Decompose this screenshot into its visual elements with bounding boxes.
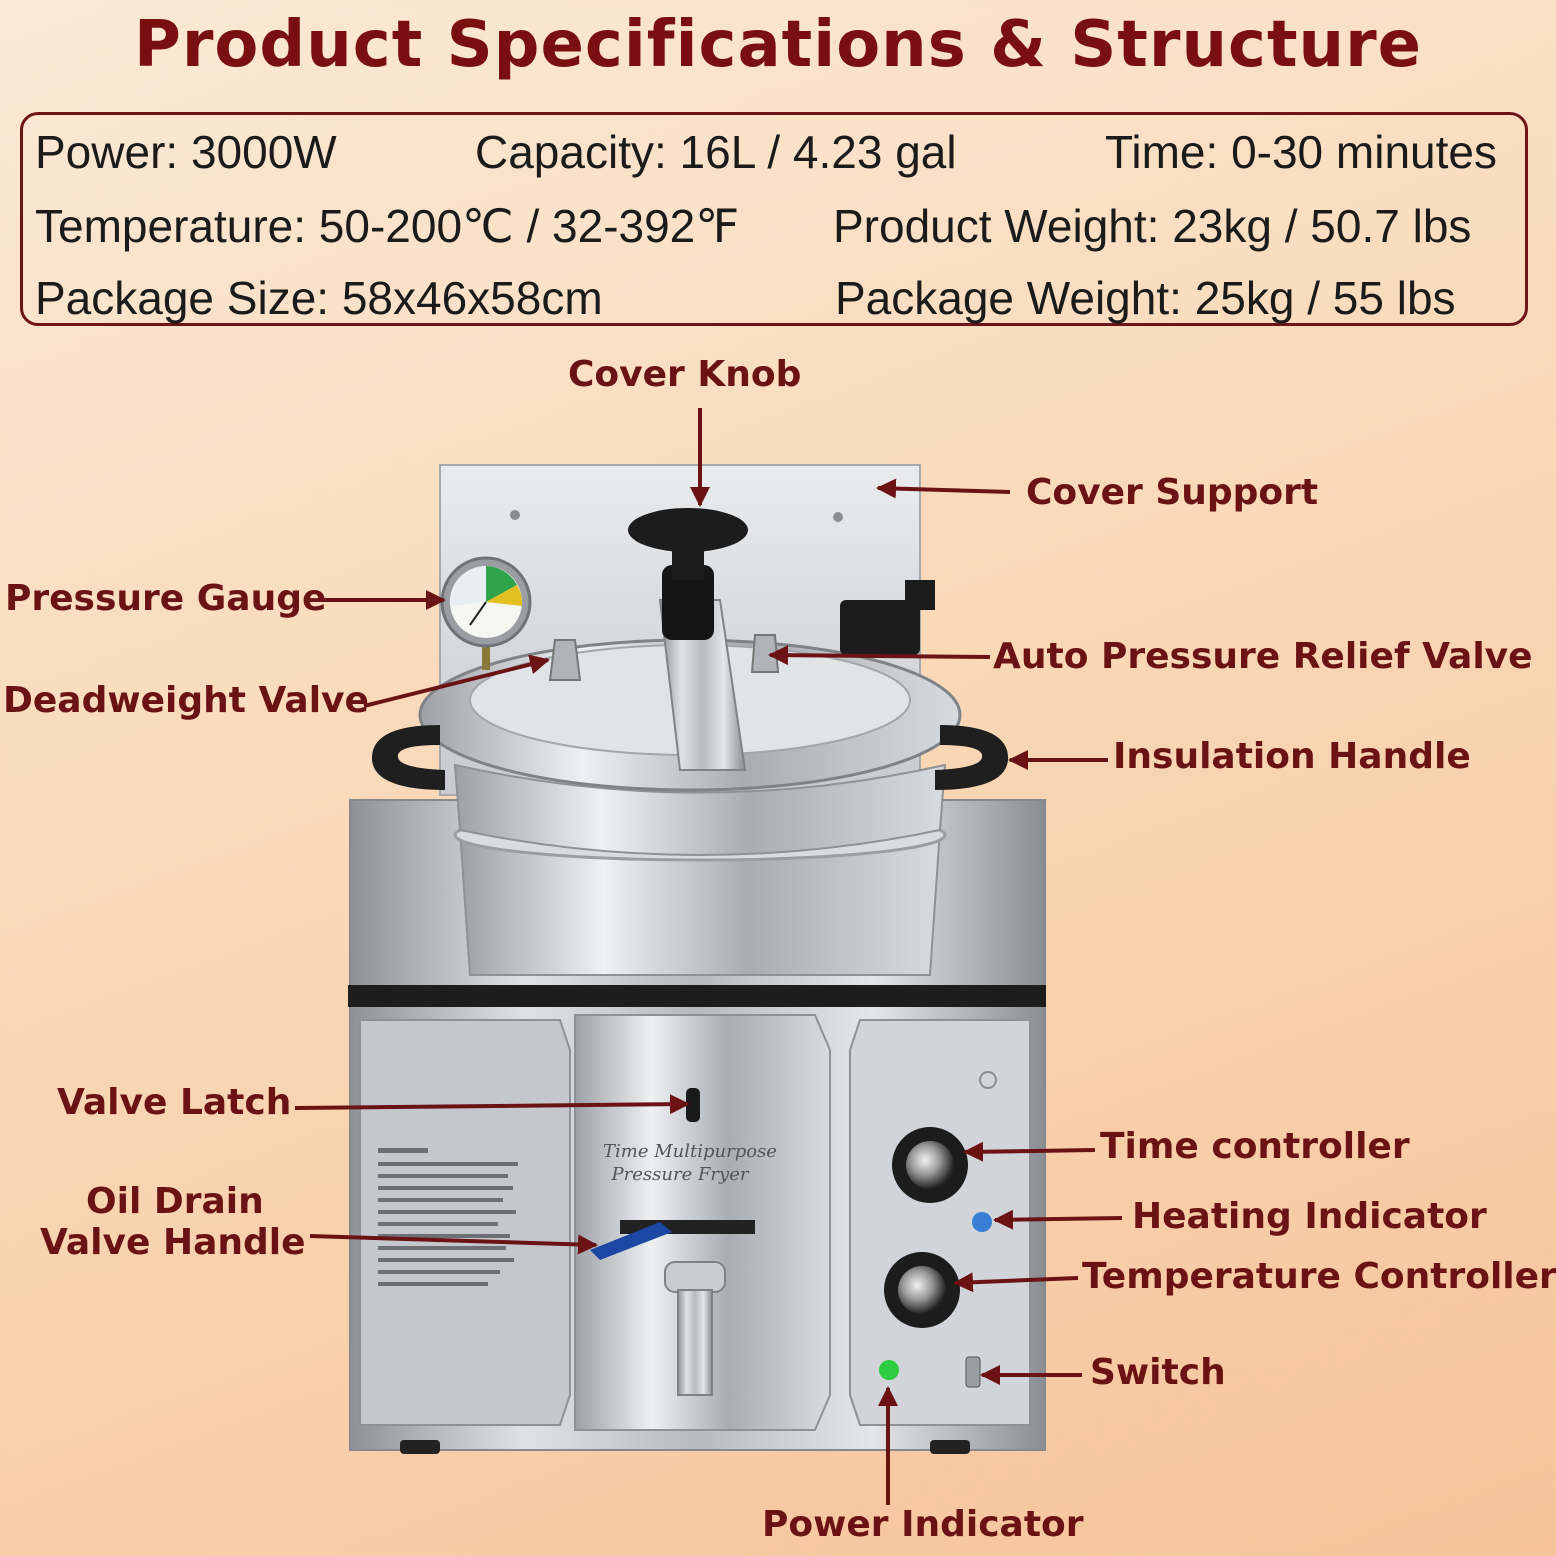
spec-package-size: Package Size: 58x46x58cm	[35, 272, 603, 324]
spec-product-weight: Product Weight: 23kg / 50.7 lbs	[833, 200, 1472, 252]
label-insulation-handle: Insulation Handle	[1113, 736, 1471, 777]
label-deadweight-valve: Deadweight Valve	[3, 680, 369, 721]
label-power-indicator: Power Indicator	[762, 1504, 1084, 1545]
right-handle	[935, 725, 1009, 790]
label-auto-relief-valve: Auto Pressure Relief Valve	[993, 636, 1533, 677]
label-temperature-controller: Temperature Controller	[1082, 1256, 1556, 1297]
label-heating-indicator: Heating Indicator	[1132, 1196, 1487, 1237]
label-oil-drain-line2: Valve Handle	[40, 1222, 306, 1263]
drain-spout	[677, 1289, 713, 1396]
valve-latch	[686, 1088, 700, 1122]
brand-line-1: Time Multipurpose	[603, 1141, 777, 1162]
label-cover-support: Cover Support	[1026, 472, 1319, 513]
label-switch: Switch	[1090, 1352, 1226, 1393]
label-pressure-gauge: Pressure Gauge	[5, 578, 327, 619]
deadweight-valve	[548, 639, 582, 681]
spec-power: Power: 3000W	[35, 126, 337, 178]
brand-line-2: Pressure Fryer	[611, 1164, 750, 1185]
label-oil-drain-line1: Oil Drain	[86, 1181, 264, 1222]
switch-toggle	[965, 1356, 981, 1388]
spec-temperature: Temperature: 50-200℃ / 32-392℉	[35, 200, 740, 252]
label-valve-latch: Valve Latch	[57, 1082, 292, 1123]
top-rim	[348, 985, 1046, 1007]
oil-drain-handle	[590, 1222, 672, 1260]
left-handle	[371, 725, 445, 790]
label-time-controller: Time controller	[1100, 1126, 1410, 1167]
heating-led	[972, 1212, 992, 1232]
label-cover-knob: Cover Knob	[568, 354, 802, 395]
spec-box: Power: 3000W Capacity: 16L / 4.23 gal Ti…	[20, 112, 1528, 326]
page-title: Product Specifications & Structure	[133, 8, 1423, 82]
spec-time: Time: 0-30 minutes	[1105, 126, 1497, 178]
spec-capacity: Capacity: 16L / 4.23 gal	[475, 126, 957, 178]
power-led	[879, 1360, 899, 1380]
spec-package-weight: Package Weight: 25kg / 55 lbs	[835, 272, 1456, 324]
